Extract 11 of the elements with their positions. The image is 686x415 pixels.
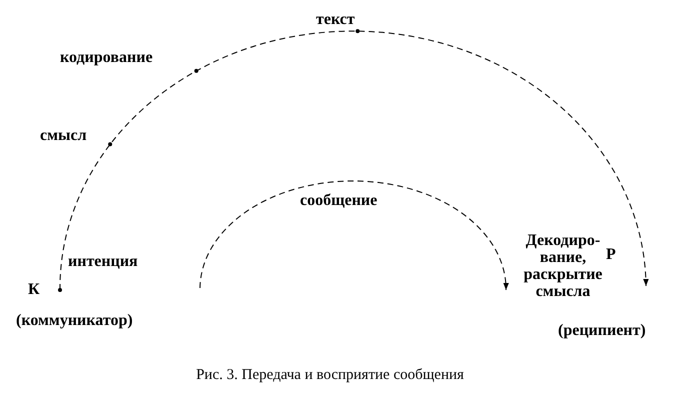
node-label: Декодиро- вание, раскрытие смысла bbox=[510, 232, 606, 304]
point-label: кодирование bbox=[60, 49, 153, 67]
node-caption: (коммуникатор) bbox=[16, 312, 133, 330]
node-label: К bbox=[28, 281, 40, 298]
edge-label: сообщение bbox=[300, 192, 378, 210]
figure-caption: Рис. 3. Передача и восприятие сообщения bbox=[195, 366, 465, 384]
point-label: интенция bbox=[68, 253, 138, 271]
node-label: Р bbox=[606, 246, 646, 286]
point-label: (реципиент) bbox=[558, 322, 646, 340]
point-label: текст bbox=[316, 11, 355, 29]
point-label: смысл bbox=[40, 127, 87, 145]
